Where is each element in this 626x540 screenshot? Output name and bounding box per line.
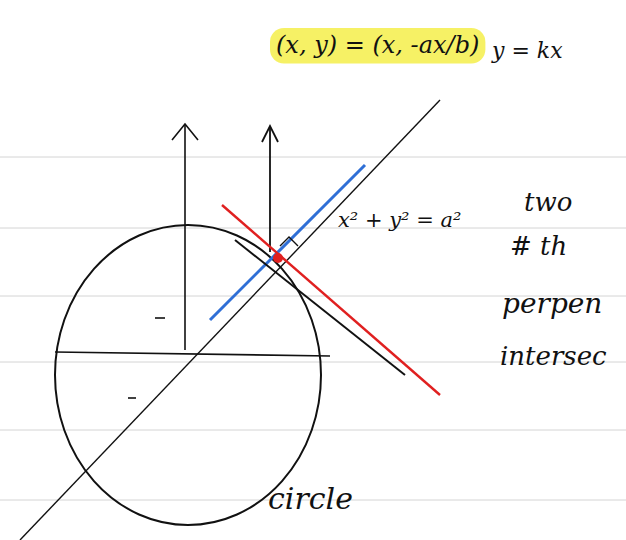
- note-text: two: [524, 188, 572, 218]
- blue-segment: [210, 165, 365, 320]
- intersection-dot: [273, 253, 283, 263]
- formula-point: (x, y) = (x, -ax/b): [276, 32, 479, 60]
- note-text: perpen: [502, 288, 602, 320]
- red-tangent: [222, 205, 440, 395]
- circle-label: circle: [268, 482, 353, 517]
- circle-outline: [55, 225, 321, 525]
- tangent-line: [235, 240, 405, 375]
- right-angle-mark: [280, 237, 298, 246]
- highlight: [270, 28, 485, 64]
- note-text: intersec: [500, 342, 607, 372]
- formula-line: y = kx: [492, 38, 563, 63]
- formula-circle: x² + y² = a²: [338, 208, 461, 232]
- notebook-rules: [0, 157, 626, 500]
- normal-arrow: [262, 126, 278, 252]
- note-text: # th: [510, 232, 567, 262]
- axes: [55, 124, 330, 398]
- line-y-kx: [20, 100, 440, 540]
